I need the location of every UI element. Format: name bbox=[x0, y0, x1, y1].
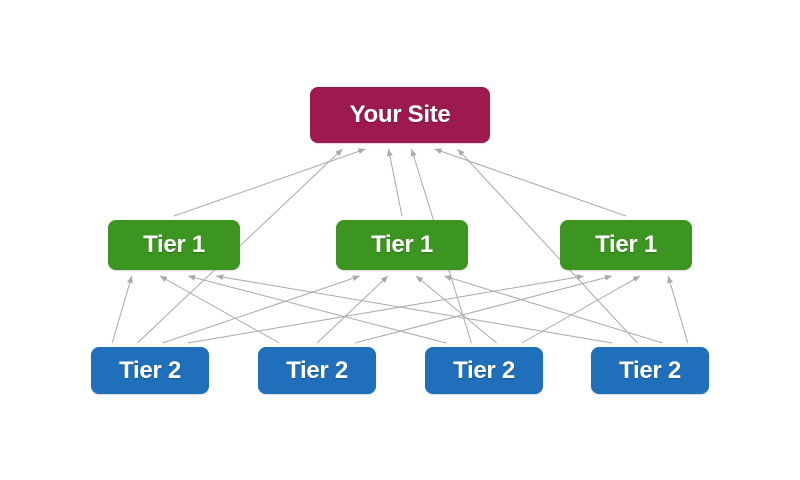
link-arrow bbox=[521, 275, 641, 344]
link-arrow bbox=[386, 148, 403, 217]
tier2-node: Tier 2 bbox=[258, 347, 376, 394]
tier2-label: Tier 2 bbox=[453, 356, 515, 384]
link-arrow bbox=[216, 274, 613, 344]
tier1-node: Tier 1 bbox=[108, 220, 240, 270]
tier2-node: Tier 2 bbox=[425, 347, 543, 394]
link-arrow bbox=[444, 275, 663, 344]
link-arrow bbox=[434, 148, 627, 217]
tier1-label: Tier 1 bbox=[595, 231, 657, 258]
link-arrow bbox=[162, 275, 360, 344]
link-arrow bbox=[457, 148, 638, 344]
link-arrow bbox=[415, 275, 497, 344]
tier2-label: Tier 2 bbox=[119, 356, 181, 384]
link-arrow bbox=[173, 148, 366, 217]
tier2-label: Tier 2 bbox=[619, 356, 681, 384]
link-arrow bbox=[111, 275, 133, 344]
link-arrow bbox=[667, 275, 689, 344]
tier1-label: Tier 1 bbox=[371, 231, 433, 258]
tier2-node: Tier 2 bbox=[591, 347, 709, 394]
link-arrow bbox=[316, 275, 389, 344]
your-site-label: Your Site bbox=[349, 101, 451, 128]
tier2-label: Tier 2 bbox=[286, 356, 348, 384]
link-arrow bbox=[187, 274, 447, 344]
tier1-node: Tier 1 bbox=[560, 220, 692, 270]
link-arrow bbox=[187, 274, 584, 344]
your-site-node: Your Site bbox=[310, 87, 490, 143]
tier1-node: Tier 1 bbox=[336, 220, 468, 270]
tier1-label: Tier 1 bbox=[143, 231, 205, 258]
tier2-node: Tier 2 bbox=[91, 347, 209, 394]
link-arrow bbox=[159, 275, 280, 344]
link-arrow bbox=[354, 274, 613, 344]
